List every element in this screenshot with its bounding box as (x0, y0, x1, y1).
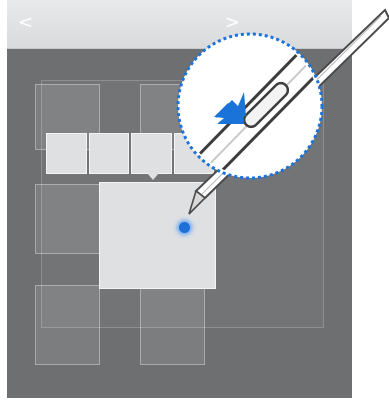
illustration: < > (0, 0, 389, 403)
s-pen-magnifier-overlay (0, 0, 389, 403)
